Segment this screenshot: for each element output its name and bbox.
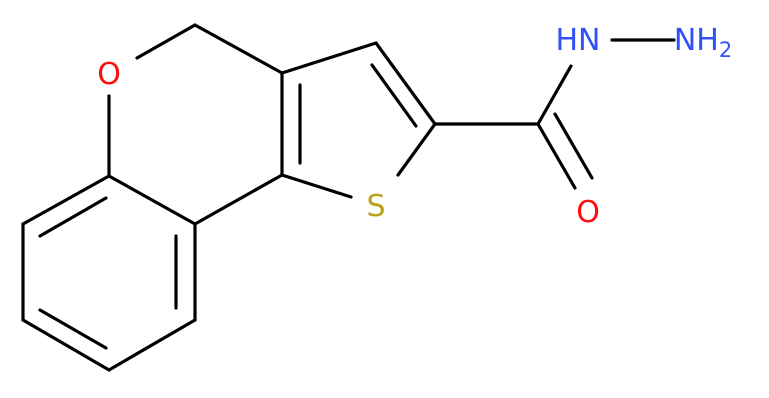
atom-N-hydrazide: HN — [556, 23, 601, 58]
subscript-2: 2 — [719, 38, 732, 62]
atom-O-carbonyl: O — [576, 195, 600, 230]
thiophene-ring — [280, 41, 437, 199]
atom-S-ring: S — [366, 189, 385, 224]
benzene-ring — [21, 174, 197, 372]
pyran-ring — [107, 23, 284, 226]
atom-N-amine: NH2 — [674, 23, 732, 63]
atom-O-ring: O — [97, 57, 121, 92]
carbohydrazide-group — [433, 38, 676, 190]
